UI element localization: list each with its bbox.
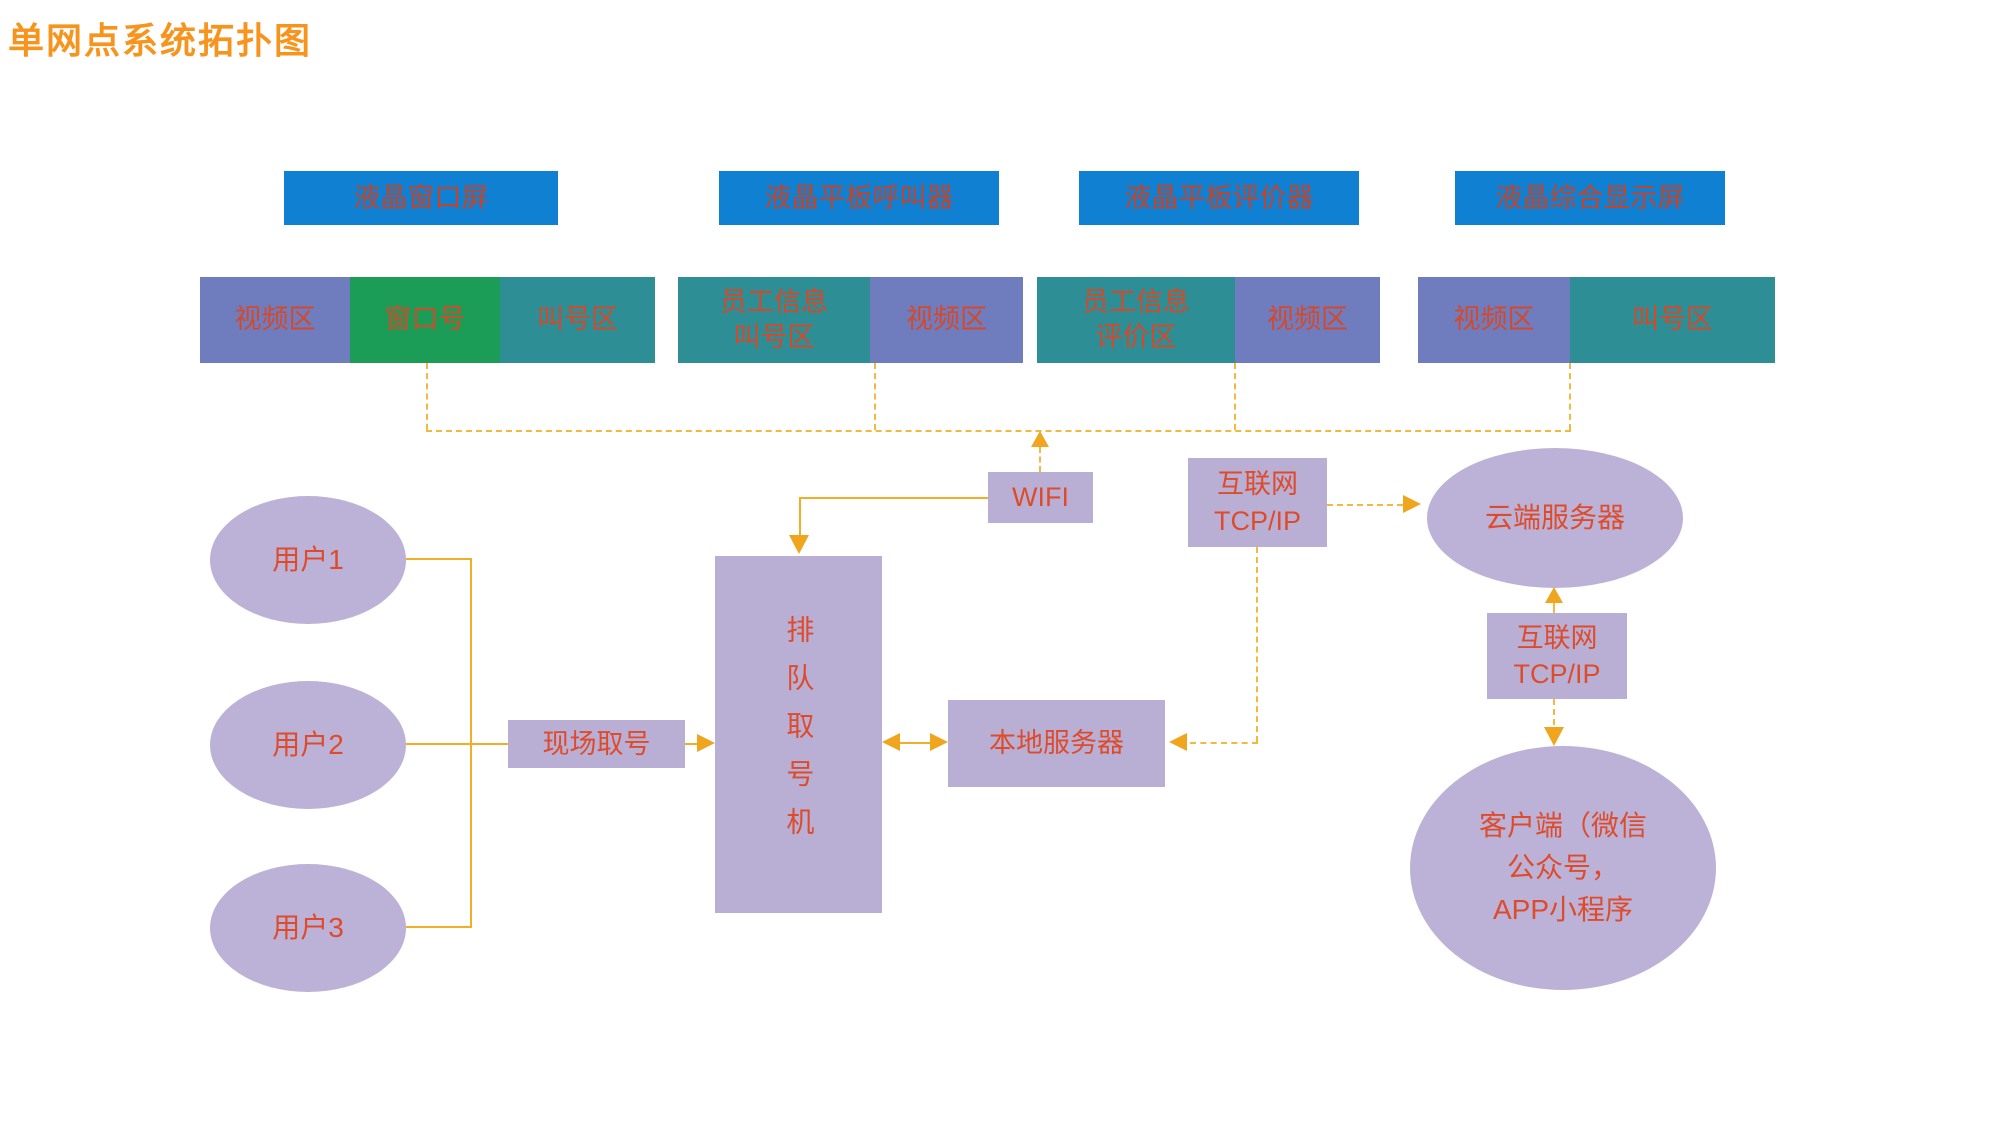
- connector-internet-cloud: [1327, 504, 1403, 506]
- connector-internet2-cloud: [1553, 603, 1555, 613]
- node-user3: 用户3: [210, 864, 406, 992]
- header-lcd-composite-display: 液晶综合显示屏: [1455, 171, 1725, 225]
- connector-kiosk-wifi-horizontal: [799, 497, 988, 499]
- connector-user2-ticket: [406, 743, 508, 745]
- connector-internet2-client: [1553, 699, 1555, 725]
- connector-screen4-drop: [1569, 363, 1571, 430]
- connector-screen-bus: [426, 430, 1571, 432]
- connector-screen1-drop: [426, 363, 428, 430]
- arrow-right-icon: [930, 733, 948, 751]
- queue-kiosk-label: 排队取号机: [783, 614, 815, 855]
- node-user2: 用户2: [210, 681, 406, 809]
- node-internet-tcpip-right: 互联网 TCP/IP: [1487, 613, 1627, 699]
- arrow-down-icon: [789, 535, 809, 554]
- arrow-left-icon: [882, 733, 900, 751]
- connector-screen3-drop: [1234, 363, 1236, 430]
- node-user1: 用户1: [210, 496, 406, 624]
- segment-staff-info-evaluation-area: 员工信息 评价区: [1037, 277, 1235, 363]
- connector-screen2-drop: [874, 363, 876, 430]
- header-lcd-tablet-caller: 液晶平板呼叫器: [719, 171, 999, 225]
- arrow-down-icon: [1544, 727, 1564, 746]
- segment-call-number-area: 叫号区: [500, 277, 655, 363]
- node-internet-tcpip-top: 互联网 TCP/IP: [1188, 458, 1327, 547]
- segment-call-number-area: 叫号区: [1570, 277, 1775, 363]
- segment-staff-info-call-area: 员工信息 叫号区: [678, 277, 870, 363]
- arrow-up-icon: [1545, 587, 1563, 603]
- header-lcd-tablet-evaluator: 液晶平板评价器: [1079, 171, 1359, 225]
- connector-internet-down: [1256, 547, 1258, 742]
- arrow-right-icon: [1403, 495, 1421, 513]
- node-cloud-server: 云端服务器: [1427, 448, 1683, 588]
- segment-window-number: 窗口号: [350, 277, 500, 363]
- connector-ticket-kiosk: [685, 743, 699, 745]
- node-onsite-ticket: 现场取号: [508, 720, 685, 768]
- connector-internet-localserver: [1190, 742, 1258, 744]
- connector-user3: [406, 926, 470, 928]
- page-title: 单网点系统拓扑图: [8, 20, 313, 61]
- segment-video-area: 视频区: [1418, 277, 1570, 363]
- node-queue-kiosk: 排队取号机: [715, 556, 882, 913]
- arrow-right-icon: [697, 734, 715, 752]
- node-local-server: 本地服务器: [948, 700, 1165, 787]
- node-wifi: WIFI: [988, 472, 1093, 523]
- segment-video-area: 视频区: [870, 277, 1023, 363]
- connector-wifi-bus: [1039, 447, 1041, 472]
- connector-kiosk-wifi-vertical: [799, 497, 801, 535]
- connector-kiosk-localserver: [900, 742, 932, 744]
- segment-video-area: 视频区: [200, 277, 350, 363]
- segment-video-area: 视频区: [1235, 277, 1380, 363]
- header-lcd-window-screen: 液晶窗口屏: [284, 171, 558, 225]
- arrow-left-icon: [1169, 733, 1187, 751]
- node-client-wechat-app: 客户端（微信 公众号， APP小程序: [1410, 746, 1716, 990]
- arrow-up-icon: [1031, 431, 1049, 447]
- connector-user1: [406, 558, 470, 560]
